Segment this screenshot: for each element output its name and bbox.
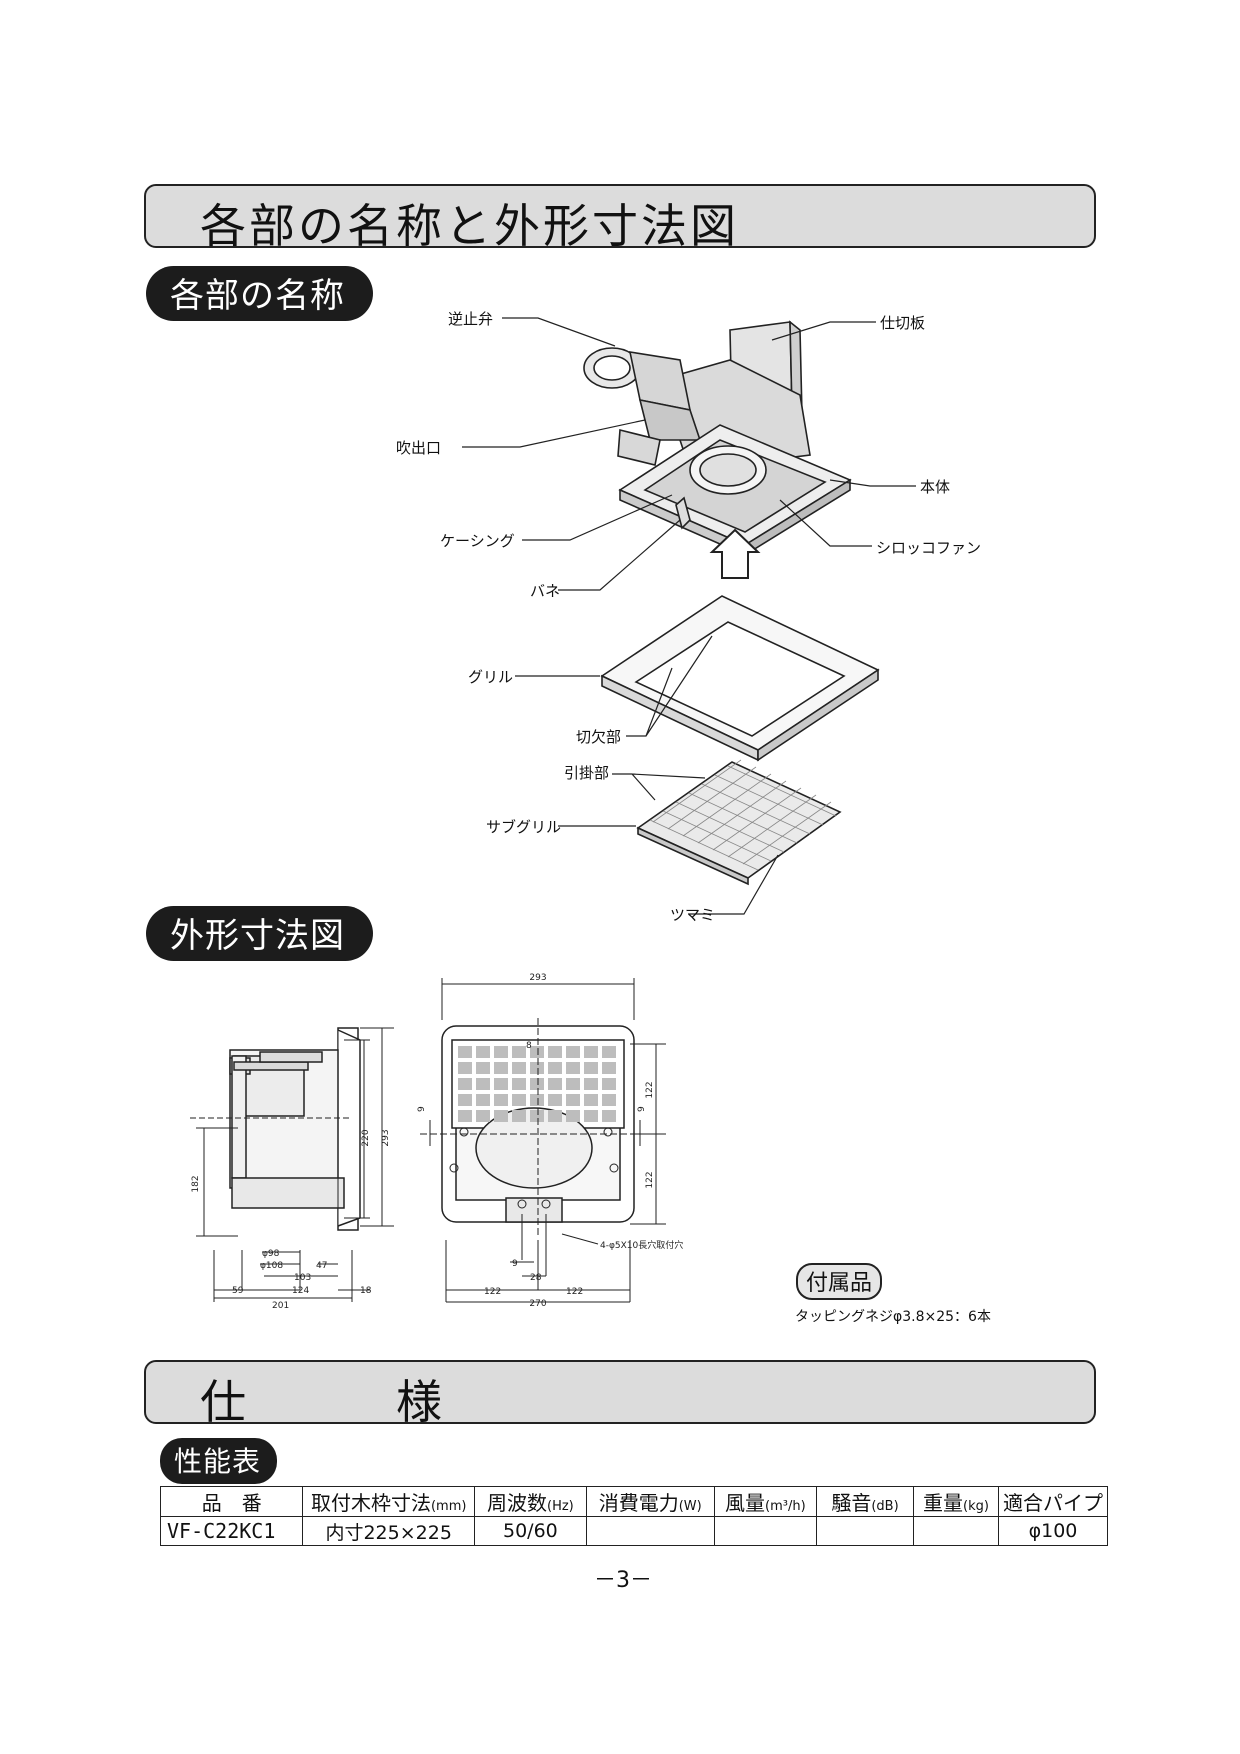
- cell-pipe: φ100: [998, 1516, 1108, 1546]
- front-grid: [458, 1046, 616, 1122]
- dim-182: 182: [191, 1175, 201, 1192]
- dim-9-right: 9: [637, 1106, 647, 1112]
- label-sirocco-fan: シロッコファン: [876, 539, 982, 557]
- page-number: －3－: [594, 1568, 652, 1593]
- dim-270: 270: [529, 1299, 546, 1309]
- th-weight: 重量(kg): [912, 1486, 1000, 1517]
- subsection-dimensions-label: 外形寸法図: [146, 906, 373, 961]
- label-body: 本体: [920, 478, 951, 496]
- dim-9-bottom: 9: [512, 1259, 518, 1269]
- dim-8: 8: [526, 1041, 532, 1051]
- dim-59: 59: [232, 1286, 244, 1296]
- label-casing: ケーシング: [440, 532, 515, 550]
- spec-banner-outline: 仕 様: [144, 1360, 1096, 1429]
- dim-18: 18: [360, 1286, 372, 1296]
- label-hook: 引掛部: [564, 764, 610, 782]
- label-knob: ツマミ: [670, 906, 716, 924]
- dim-hole-note: 4-φ5X10長穴取付穴: [600, 1239, 683, 1251]
- cell-model: VF-C22KC1: [159, 1516, 304, 1546]
- th-pipe: 適合パイプ: [998, 1486, 1108, 1517]
- th-noise: 騒音(dB): [816, 1486, 914, 1517]
- accessory-text: タッピングネジφ3.8×25：6本: [795, 1309, 991, 1325]
- dim-9-left: 9: [417, 1106, 427, 1112]
- dim-122-lower: 122: [645, 1171, 655, 1188]
- th-model: 品 番: [159, 1486, 304, 1517]
- label-check-valve: 逆止弁: [448, 310, 494, 328]
- label-spring: バネ: [530, 582, 561, 600]
- spec-header-row: 品 番 取付木枠寸法(mm) 周波数(Hz) 消費電力(W) 風量(m³/h) …: [159, 1486, 1108, 1517]
- cell-freq: 50/60: [473, 1516, 587, 1546]
- subsection-parts-label: 各部の名称: [146, 266, 373, 321]
- cell-noise: [816, 1516, 914, 1546]
- th-frame: 取付木枠寸法(mm): [302, 1486, 475, 1517]
- subsection-performance-label: 性能表: [160, 1438, 278, 1484]
- dim-phi98: φ98: [262, 1249, 280, 1259]
- accessory-title: 付属品: [796, 1263, 883, 1300]
- cell-power: [585, 1516, 715, 1546]
- th-airflow: 風量(m³/h): [713, 1486, 818, 1517]
- spec-title: 仕 様: [200, 1375, 445, 1429]
- dim-122-upper: 122: [645, 1081, 655, 1098]
- dim-122-br: 122: [566, 1287, 583, 1297]
- label-grille: グリル: [468, 668, 514, 686]
- dim-293-side: 293: [381, 1129, 391, 1146]
- spec-table: 品 番 取付木枠寸法(mm) 周波数(Hz) 消費電力(W) 風量(m³/h) …: [159, 1486, 1108, 1546]
- dim-103: 103: [294, 1273, 311, 1283]
- label-partition: 仕切板: [880, 314, 926, 332]
- th-power: 消費電力(W): [585, 1486, 715, 1517]
- dim-47: 47: [316, 1261, 327, 1271]
- dim-124: 124: [292, 1286, 309, 1296]
- label-notch: 切欠部: [576, 728, 622, 746]
- section-banner-outline: 各部の名称と外形寸法図: [144, 184, 1096, 253]
- parts-illustration: [462, 317, 916, 915]
- dim-phi108: φ108: [260, 1261, 283, 1271]
- cell-weight: [912, 1516, 1000, 1546]
- dim-122-bl: 122: [484, 1287, 501, 1297]
- cell-airflow: [713, 1516, 818, 1546]
- label-sub-grille: サブグリル: [486, 818, 562, 836]
- dim-293-top: 293: [529, 973, 546, 983]
- table-row: VF-C22KC1 内寸225×225 50/60 φ100: [159, 1516, 1108, 1546]
- dim-201: 201: [272, 1301, 289, 1311]
- th-freq: 周波数(Hz): [473, 1486, 587, 1517]
- section-title: 各部の名称と外形寸法図: [200, 199, 739, 253]
- label-outlet: 吹出口: [396, 439, 442, 457]
- dim-28: 28: [530, 1273, 542, 1283]
- dimension-drawing: 293 220 182 φ98 φ108 47 103 59 124 18 20…: [190, 973, 683, 1311]
- dim-220: 220: [361, 1129, 371, 1146]
- cell-frame: 内寸225×225: [302, 1516, 475, 1546]
